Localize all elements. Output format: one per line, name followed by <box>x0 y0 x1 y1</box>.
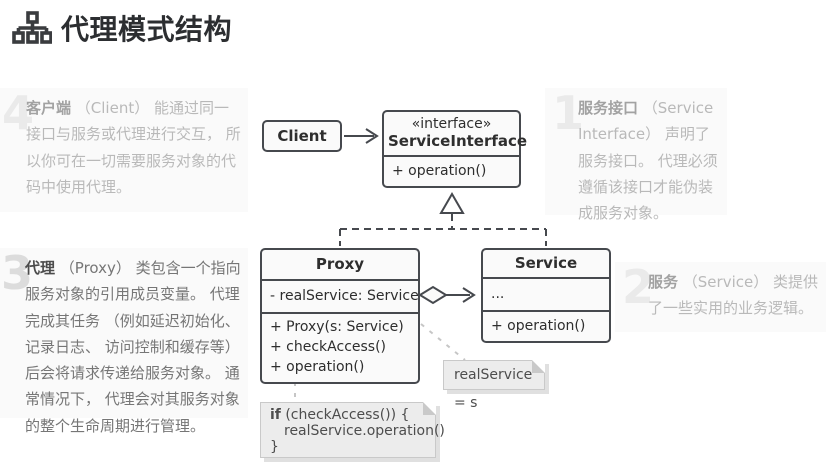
page-title: 代理模式结构 <box>61 13 233 46</box>
annotation-number: 1 <box>552 86 585 140</box>
class-title: Proxy <box>315 255 365 273</box>
annotation-text: 服务 （Service） 类提供了一些实用的业务逻辑。 <box>648 273 818 318</box>
annotation-service[interactable]: 2 服务 （Service） 类提供了一些实用的业务逻辑。 <box>615 262 826 332</box>
class-methods-section: + operation() <box>384 155 519 186</box>
class-methods-section: + Proxy(s: Service) + checkAccess() + op… <box>262 312 418 382</box>
annotation-number: 2 <box>622 260 655 314</box>
uml-class-proxy[interactable]: Proxy - realService: Service + Proxy(s: … <box>260 248 420 384</box>
note-code: if (checkAccess()) { realService.operati… <box>260 402 445 458</box>
code-line: } <box>270 439 279 455</box>
annotation-number: 4 <box>2 86 35 140</box>
note-assignment: realService = s <box>443 360 545 411</box>
code-line: if (checkAccess()) { <box>270 407 410 423</box>
class-attributes-section: - realService: Service <box>262 279 419 312</box>
class-attributes-section: ... <box>483 277 609 310</box>
note-connector-diagonal <box>420 323 466 361</box>
note-text: realService = s <box>454 367 533 411</box>
class-stereotype: «interface» <box>411 116 492 132</box>
code-line: realService.operation() <box>284 423 445 439</box>
uml-class-service-interface[interactable]: «interface» ServiceInterface + operation… <box>382 110 528 188</box>
class-method: + operation() <box>392 163 487 179</box>
annotation-service-interface[interactable]: 1 服务接口 （Service Interface） 声明了服务接口。 代理必须… <box>545 86 727 222</box>
class-method: + Proxy(s: Service) <box>270 319 404 335</box>
annotation-text: 代理 （Proxy） 类包含一个指向服务对象的引用成员变量。 代理完成其任务 （… <box>25 259 241 435</box>
annotation-proxy[interactable]: 3 代理 （Proxy） 类包含一个指向服务对象的引用成员变量。 代理完成其任务… <box>0 246 248 435</box>
uml-class-client[interactable]: Client <box>262 120 342 152</box>
annotation-number: 3 <box>1 246 34 300</box>
class-method: + checkAccess() <box>270 339 387 355</box>
annotation-text: 服务接口 （Service Interface） 声明了服务接口。 代理必须遵循… <box>578 99 718 222</box>
annotation-text: 客户端 （Client） 能通过同一接口与服务或代理进行交互， 所以你可在一切需… <box>26 99 241 196</box>
class-header: «interface» ServiceInterface <box>384 112 528 155</box>
annotation-client[interactable]: 4 客户端 （Client） 能通过同一接口与服务或代理进行交互， 所以你可在一… <box>0 88 248 212</box>
sitemap-icon <box>12 10 53 46</box>
aggregation-arrow <box>418 285 476 305</box>
class-title: ServiceInterface <box>388 132 528 150</box>
class-title: Client <box>277 127 327 145</box>
inheritance-triangle <box>439 192 465 214</box>
uml-class-service[interactable]: Service ... + operation() <box>481 248 611 343</box>
client-association-arrow <box>344 128 379 144</box>
realization-dashed-lines <box>339 214 547 246</box>
class-title: Service <box>514 254 578 272</box>
page-header: 代理模式结构 <box>12 8 232 48</box>
class-attribute: ... <box>491 286 505 302</box>
class-method: + operation() <box>491 318 586 334</box>
class-method: + operation() <box>270 359 365 375</box>
class-attribute: - realService: Service <box>270 288 419 304</box>
class-methods-section: + operation() <box>483 310 609 341</box>
